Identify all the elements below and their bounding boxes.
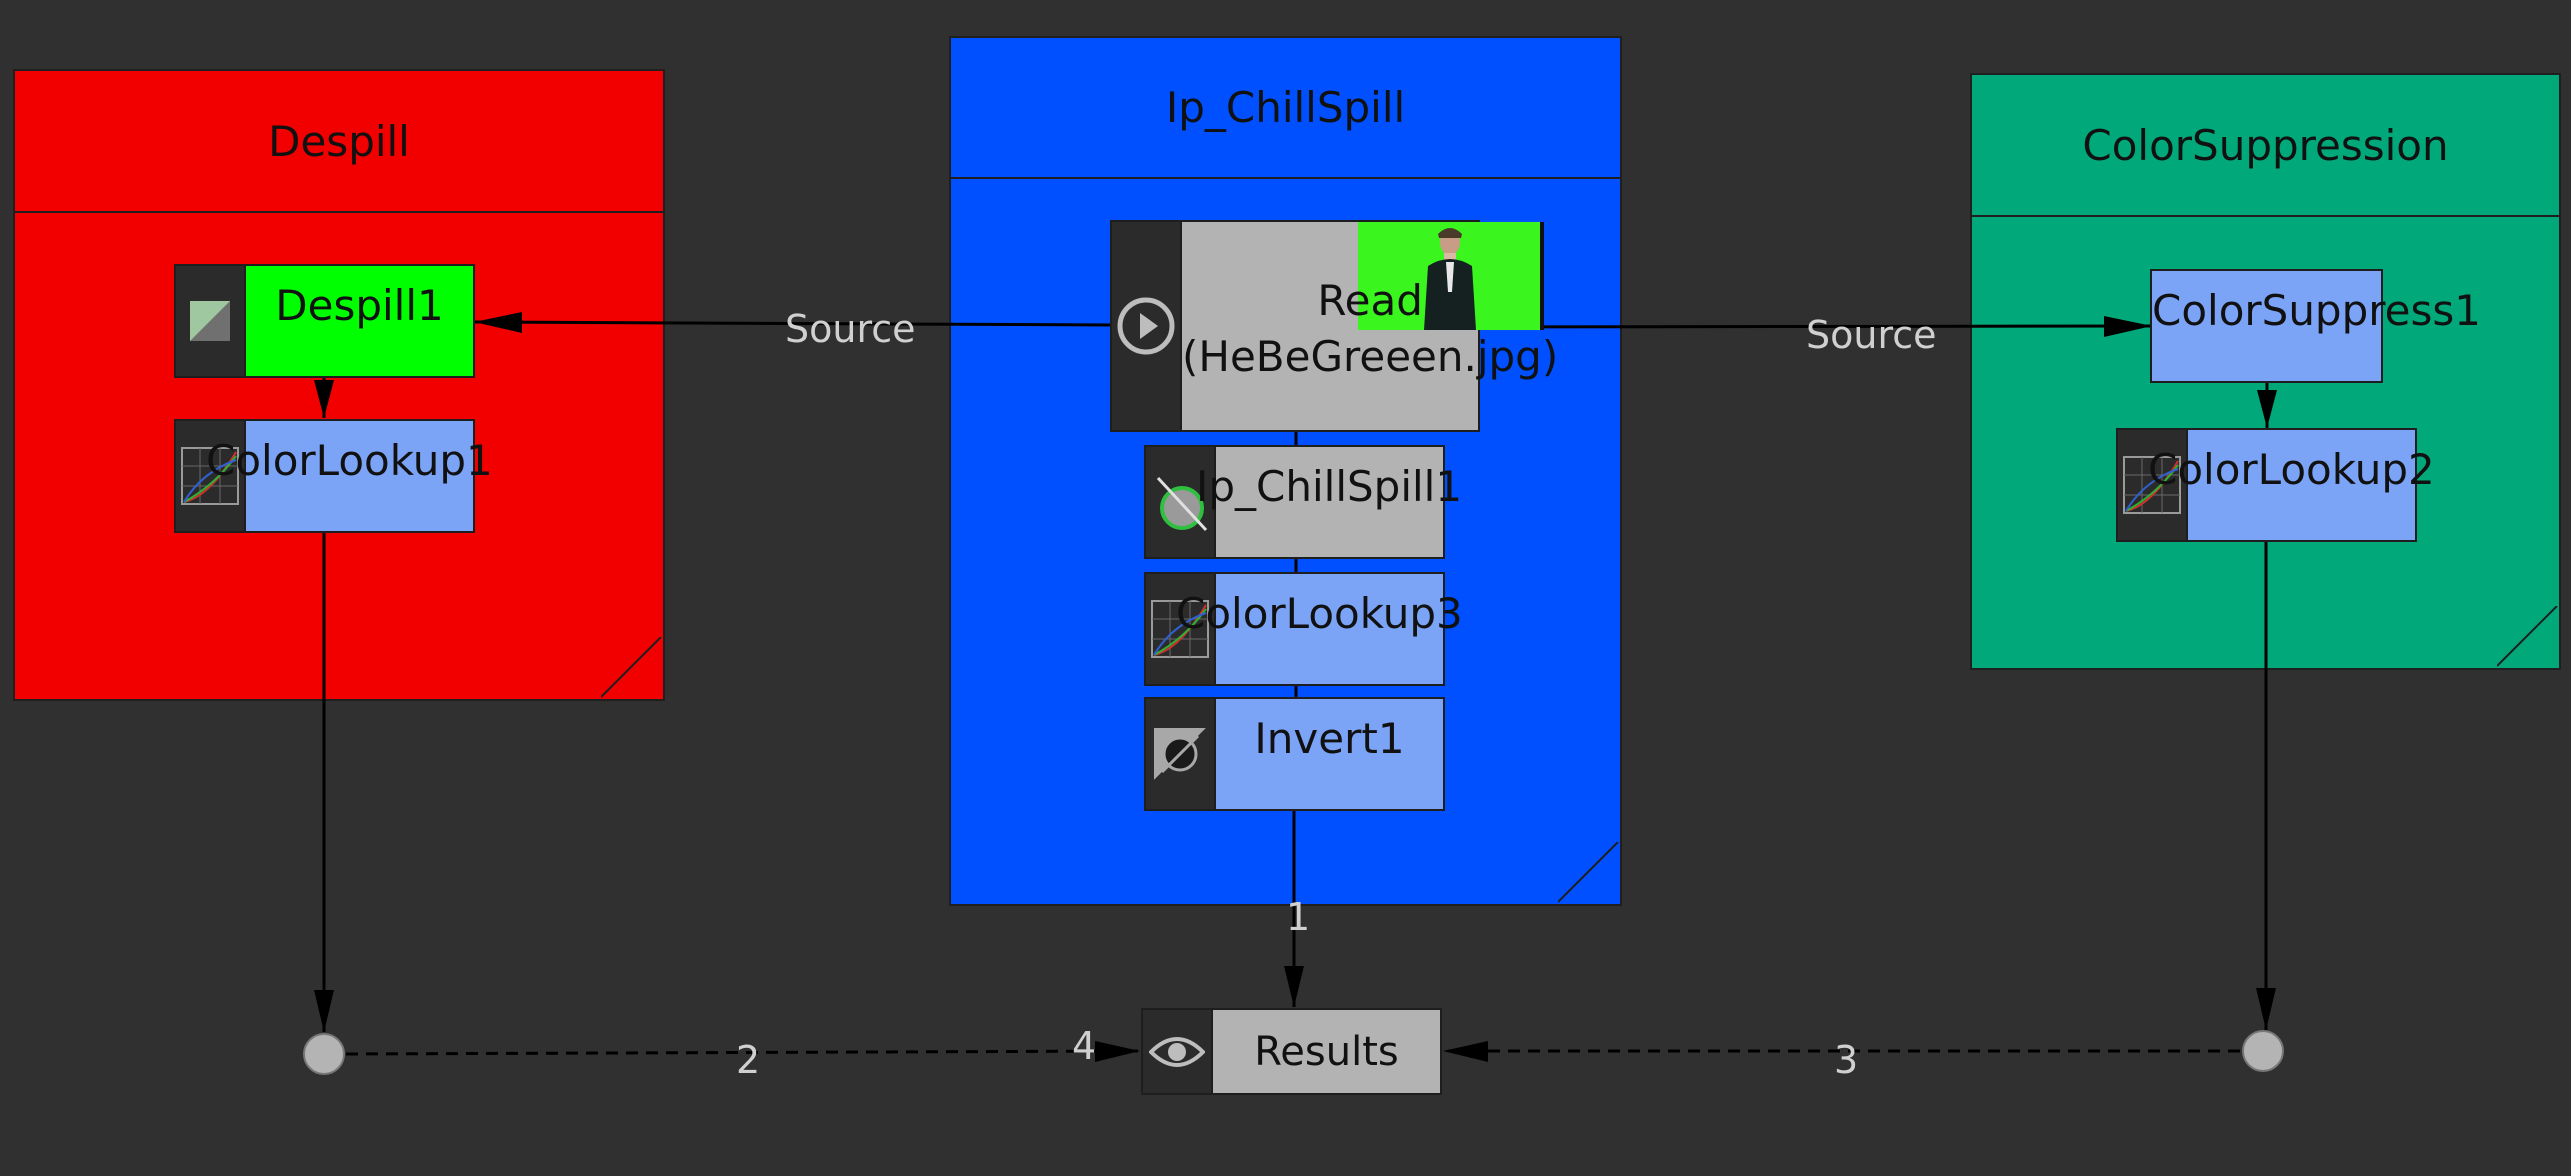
node-label: ColorLookup3 <box>1176 589 1463 638</box>
resize-handle-icon[interactable] <box>2497 606 2559 668</box>
node-colorsuppress1[interactable]: ColorSuppress1 <box>2150 269 2481 383</box>
backdrop-title: Despill <box>15 71 663 213</box>
node-label: ColorSuppress1 <box>2152 286 2481 335</box>
node-label: ColorLookup2 <box>2148 445 2435 494</box>
chillspill-icon <box>1156 476 1208 532</box>
resize-handle-icon[interactable] <box>601 637 663 699</box>
node-label: Read (HeBeGreeen.jpg) <box>1182 276 1559 381</box>
node-colorlookup3[interactable]: ColorLookup3 <box>1144 572 1463 686</box>
invert-icon <box>1154 728 1206 780</box>
icon-cell <box>1112 222 1182 430</box>
node-label: Ip_ChillSpill1 <box>1196 462 1463 511</box>
node-label: Results <box>1254 1028 1399 1075</box>
curve-graph-icon <box>2123 456 2181 514</box>
input-number-label: 3 <box>1834 1038 1859 1082</box>
node-colorlookup1[interactable]: ColorLookup1 <box>174 419 493 533</box>
backdrop-title: ColorSuppression <box>1972 75 2559 217</box>
node-ip-chillspill1[interactable]: Ip_ChillSpill1 <box>1144 445 1462 559</box>
edge-label-source-right: Source <box>1806 313 1937 357</box>
curve-graph-icon <box>181 447 239 505</box>
dot-node-left[interactable] <box>303 1033 345 1075</box>
edge-label-source-left: Source <box>785 307 916 351</box>
node-label: Invert1 <box>1254 714 1405 763</box>
icon-cell <box>1146 447 1216 557</box>
icon-cell <box>2118 430 2188 540</box>
node-results[interactable]: Results <box>1141 1008 1442 1095</box>
backdrop-despill[interactable]: Despill <box>13 69 665 701</box>
dot-node-right[interactable] <box>2242 1030 2284 1072</box>
node-despill1[interactable]: Despill1 <box>174 264 475 378</box>
input-number-label: 4 <box>1072 1024 1097 1068</box>
node-label: Despill1 <box>275 281 444 330</box>
node-invert1[interactable]: Invert1 <box>1144 697 1445 811</box>
icon-cell <box>1143 1010 1213 1093</box>
despill-icon <box>190 301 230 341</box>
icon-cell <box>1146 574 1216 684</box>
node-read[interactable]: Read (HeBeGreeen.jpg) <box>1110 220 1558 432</box>
node-label: ColorLookup1 <box>206 436 493 485</box>
input-number-label: 1 <box>1286 895 1311 939</box>
backdrop-title: Ip_ChillSpill <box>951 38 1620 179</box>
node-colorlookup2[interactable]: ColorLookup2 <box>2116 428 2435 542</box>
curve-graph-icon <box>1151 600 1209 658</box>
resize-handle-icon[interactable] <box>1558 842 1620 904</box>
green-screen-person-thumbnail <box>1358 222 1545 330</box>
icon-cell <box>176 266 246 376</box>
icon-cell <box>176 421 246 531</box>
play-icon <box>1117 297 1175 355</box>
eye-icon <box>1149 1036 1205 1067</box>
icon-cell <box>1146 699 1216 809</box>
input-number-label: 2 <box>736 1038 761 1082</box>
